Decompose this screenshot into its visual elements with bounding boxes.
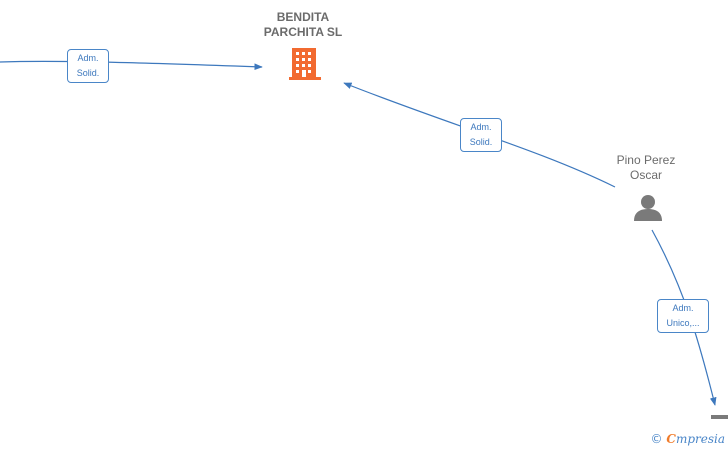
company-name-line1: BENDITA — [276, 10, 330, 24]
edge-label-line1: Adm. — [77, 53, 99, 63]
brand-credit: © Cmpresia — [651, 432, 725, 446]
brand-initial: C — [666, 432, 676, 446]
edge-label-line2: Solid. — [76, 68, 100, 78]
copyright-symbol: © — [650, 432, 663, 446]
offpage-node-bottom-right[interactable] — [711, 415, 728, 419]
person-name-line1: Pino Perez — [616, 153, 676, 167]
building-icon[interactable] — [289, 48, 321, 80]
edge-label-line2: Solid. — [469, 137, 493, 147]
edge-left-to-company — [0, 60, 263, 71]
edge-label-left: Adm. Solid. — [67, 49, 109, 83]
person-name[interactable]: Pino Perez Oscar — [596, 153, 696, 183]
edge-label-middle: Adm. Solid. — [460, 118, 502, 152]
company-name-line2: PARCHITA SL — [263, 25, 343, 39]
edge-label-line2: Unico,... — [666, 318, 700, 328]
company-name[interactable]: BENDITA PARCHITA SL — [228, 10, 378, 40]
edge-label-line1: Adm. — [672, 303, 694, 313]
person-icon[interactable] — [634, 195, 662, 221]
edge-label-right: Adm. Unico,... — [657, 299, 709, 333]
brand-rest: mpresia — [675, 432, 725, 446]
person-name-line2: Oscar — [629, 168, 662, 182]
edge-label-line1: Adm. — [470, 122, 492, 132]
